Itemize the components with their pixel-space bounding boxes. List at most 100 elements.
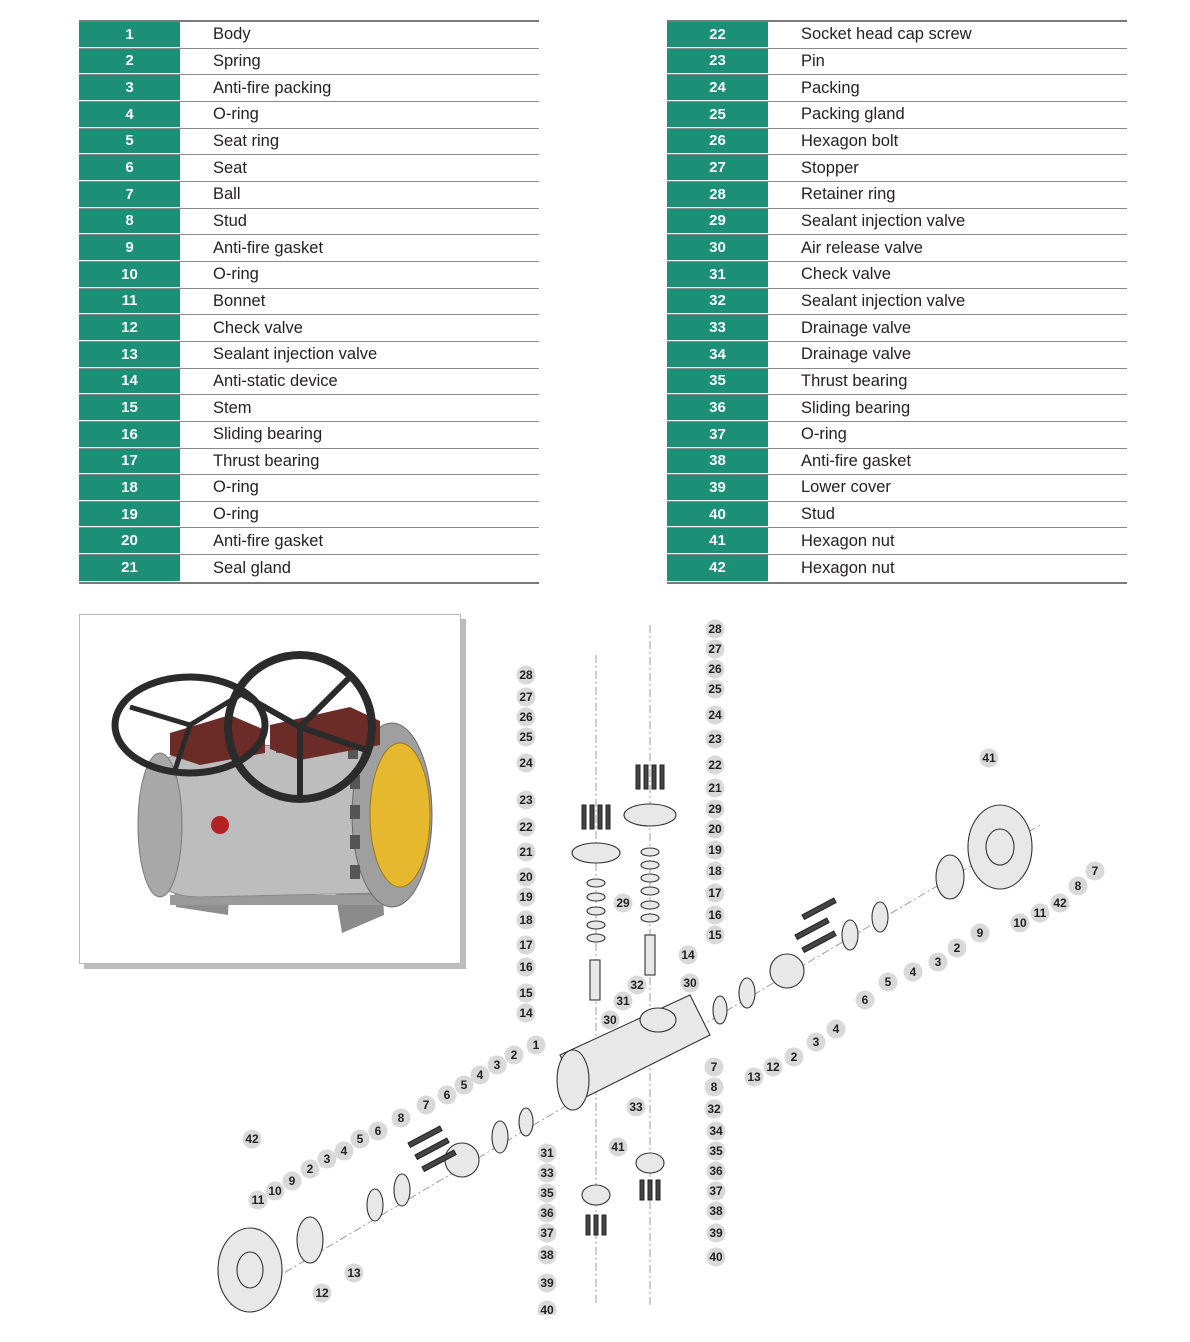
part-name: Anti-fire packing (213, 78, 332, 97)
callout-6: 6 (437, 1085, 457, 1105)
callout-42: 42 (1050, 893, 1070, 913)
callout-15: 15 (705, 925, 725, 945)
stem-left (589, 959, 601, 1001)
packing-rings-right (640, 847, 660, 923)
part-number: 17 (79, 448, 180, 475)
seat-ring-upper-2 (871, 901, 889, 933)
callout-number: 24 (519, 756, 533, 770)
callout-3: 3 (487, 1055, 507, 1075)
lower-cover-right (635, 1152, 665, 1174)
body-flange-left (137, 752, 183, 898)
callout-number: 39 (709, 1226, 723, 1240)
callout-number: 2 (954, 941, 961, 955)
callout-21: 21 (705, 778, 725, 798)
callout-number: 35 (709, 1144, 723, 1158)
part-name: Packing (801, 78, 860, 97)
part-row: 12 Check valve (79, 315, 539, 342)
part-shapes (217, 764, 1033, 1313)
part-name: O-ring (213, 505, 259, 524)
check-valve-handle (211, 816, 229, 834)
callout-3: 3 (317, 1149, 337, 1169)
part-number: 23 (667, 48, 768, 75)
ball-valve-photo (111, 651, 433, 933)
part-number: 40 (667, 501, 768, 528)
callout-number: 2 (791, 1050, 798, 1064)
part-number: 9 (79, 235, 180, 261)
part-number: 2 (79, 48, 180, 75)
callout-number: 17 (519, 938, 533, 952)
callout-19: 19 (705, 840, 725, 860)
part-number: 15 (79, 395, 180, 421)
callout-31: 31 (537, 1143, 557, 1163)
callout-number: 32 (707, 1102, 721, 1116)
part-number: 12 (79, 315, 180, 341)
part-name: Hexagon nut (801, 531, 895, 550)
part-name: Stud (213, 211, 247, 230)
callout-number: 30 (603, 1013, 617, 1027)
callout-7: 7 (704, 1057, 724, 1077)
callout-number: 21 (708, 781, 722, 795)
callout-4: 4 (903, 962, 923, 982)
callout-25: 25 (705, 679, 725, 699)
callout-number: 26 (708, 662, 722, 676)
callout-number: 23 (708, 732, 722, 746)
callout-8: 8 (391, 1108, 411, 1128)
callout-number: 11 (252, 1193, 265, 1207)
callout-number: 23 (519, 793, 533, 807)
callout-number: 3 (935, 955, 942, 969)
callout-number: 22 (519, 820, 533, 834)
callout-3: 3 (806, 1032, 826, 1052)
part-name: Thrust bearing (801, 371, 908, 390)
callout-32: 32 (627, 975, 647, 995)
callout-18: 18 (516, 910, 536, 930)
part-number: 26 (667, 128, 768, 155)
callout-24: 24 (516, 753, 536, 773)
part-number: 22 (667, 22, 768, 48)
callout-number: 28 (708, 622, 722, 636)
callout-20: 20 (516, 867, 536, 887)
callout-12: 12 (763, 1057, 783, 1077)
callout-32: 32 (704, 1099, 724, 1119)
callout-number: 34 (709, 1124, 723, 1138)
part-name: Anti-fire gasket (801, 451, 912, 470)
part-name: O-ring (213, 105, 259, 124)
callout-24: 24 (705, 705, 725, 725)
callout-23: 23 (705, 729, 725, 749)
callout-29: 29 (705, 799, 725, 819)
callout-number: 7 (1092, 864, 1099, 878)
callout-number: 18 (519, 913, 533, 927)
callout-2: 2 (300, 1159, 320, 1179)
callout-number: 14 (681, 948, 695, 962)
callout-17: 17 (705, 883, 725, 903)
callout-number: 8 (1075, 879, 1082, 893)
callout-8: 8 (704, 1077, 724, 1097)
callout-38: 38 (537, 1245, 557, 1265)
part-number: 19 (79, 501, 180, 528)
callout-13: 13 (344, 1263, 364, 1283)
callout-38: 38 (706, 1201, 726, 1221)
handwheel-right (224, 651, 376, 803)
part-name: Check valve (213, 318, 303, 337)
callout-number: 22 (708, 758, 722, 772)
stem-right (644, 934, 656, 976)
callout-number: 27 (519, 690, 533, 704)
part-name: O-ring (801, 425, 847, 444)
callout-11: 11 (248, 1190, 268, 1210)
part-name: Sliding bearing (213, 425, 323, 444)
callout-number: 14 (519, 1006, 533, 1020)
